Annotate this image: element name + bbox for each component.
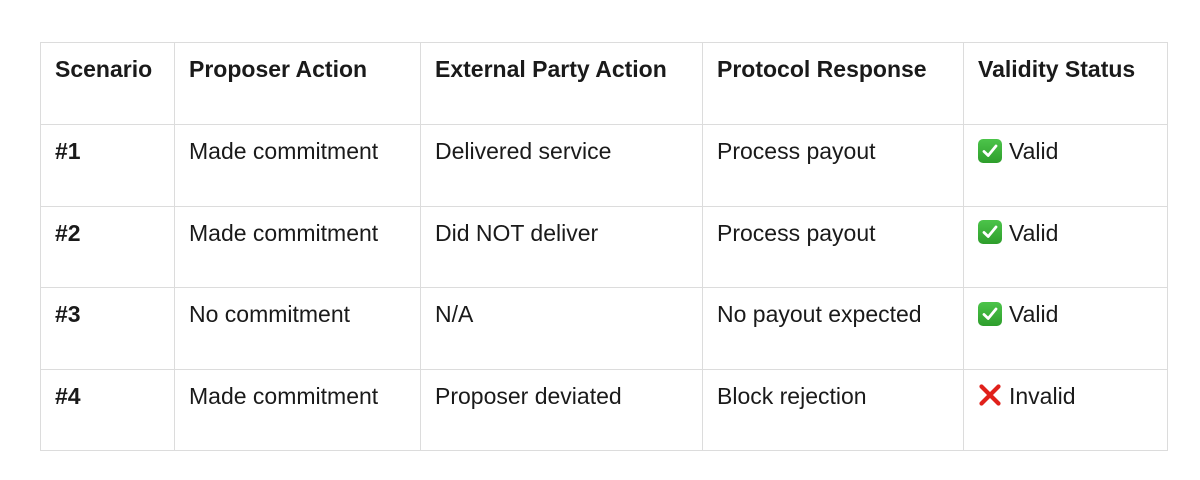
table-row: #1 Made commitment Delivered service Pro… — [40, 124, 1168, 207]
header-validity-status: Validity Status — [963, 42, 1168, 125]
scenario-id: #2 — [40, 205, 175, 288]
protocol-response: Block rejection — [702, 368, 964, 451]
status-badge: Valid — [978, 217, 1058, 250]
proposer-action: Made commitment — [174, 124, 421, 207]
scenario-id: #4 — [40, 368, 175, 451]
scenario-id: #3 — [40, 287, 175, 370]
table-header-row: Scenario Proposer Action External Party … — [40, 42, 1168, 125]
table-row: #3 No commitment N/A No payout expected … — [40, 287, 1168, 370]
status-label: Invalid — [1009, 382, 1076, 409]
header-proposer-action: Proposer Action — [174, 42, 421, 125]
header-external-party-action: External Party Action — [420, 42, 703, 125]
check-mark-icon — [978, 301, 1002, 326]
proposer-action: No commitment — [174, 287, 421, 370]
status-badge: Valid — [978, 298, 1058, 331]
protocol-response: No payout expected — [702, 287, 964, 370]
check-mark-icon — [978, 220, 1002, 244]
cross-mark-icon — [978, 383, 1002, 407]
validity-status: Invalid — [963, 368, 1168, 451]
status-label: Valid — [1009, 138, 1059, 164]
validity-status: Valid — [963, 205, 1168, 288]
protocol-response: Process payout — [702, 124, 964, 207]
status-label: Valid — [1009, 301, 1059, 327]
scenario-id: #1 — [40, 124, 175, 207]
table-row: #2 Made commitment Did NOT deliver Proce… — [40, 205, 1168, 288]
external-party-action: Proposer deviated — [420, 368, 703, 451]
external-party-action: Did NOT deliver — [420, 205, 703, 288]
external-party-action: Delivered service — [420, 124, 703, 207]
check-mark-icon — [978, 138, 1002, 163]
header-protocol-response: Protocol Response — [702, 42, 964, 125]
proposer-action: Made commitment — [174, 205, 421, 288]
external-party-action: N/A — [420, 287, 703, 370]
status-badge: Invalid — [978, 380, 1075, 413]
validity-status: Valid — [963, 124, 1168, 207]
header-scenario: Scenario — [40, 42, 175, 125]
proposer-action: Made commitment — [174, 368, 421, 451]
table-row: #4 Made commitment Proposer deviated Blo… — [40, 368, 1168, 451]
validity-status: Valid — [963, 287, 1168, 370]
protocol-response: Process payout — [702, 205, 964, 288]
status-badge: Valid — [978, 135, 1058, 168]
status-label: Valid — [1009, 219, 1059, 246]
scenario-table: Scenario Proposer Action External Party … — [40, 42, 1168, 451]
